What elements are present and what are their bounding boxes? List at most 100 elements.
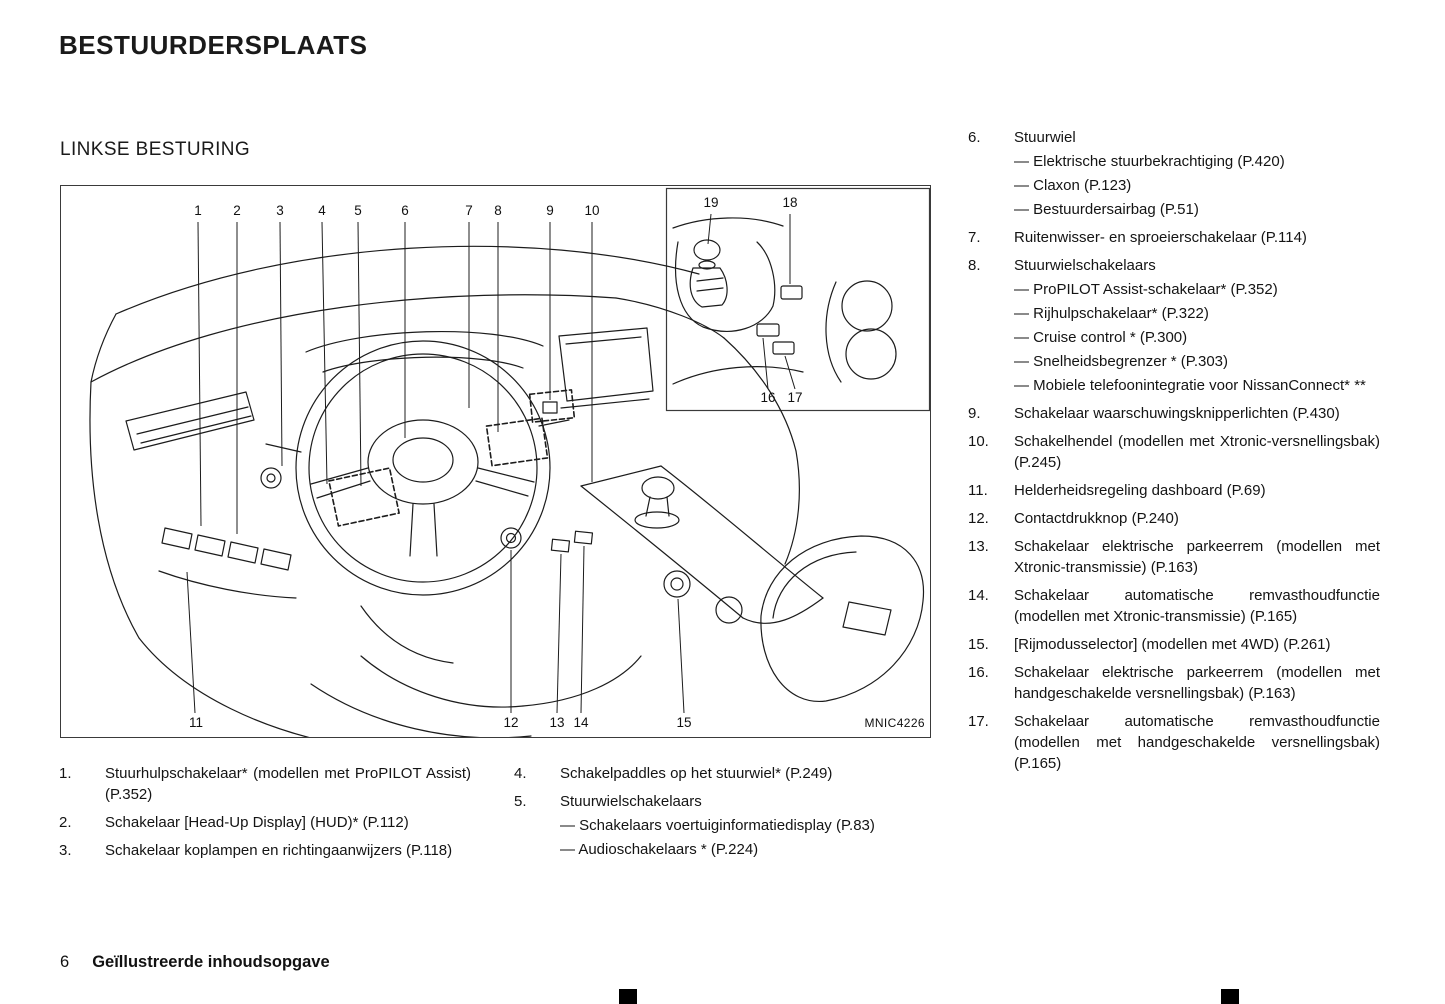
legend-item-text: Helderheidsregeling dashboard (P.69)	[1014, 482, 1266, 499]
legend-subitem: — Claxon (P.123)	[1014, 177, 1132, 194]
footer-label: Geïllustreerde inhoudsopgave	[92, 953, 330, 971]
legend-item-body: Stuurhulpschakelaar* (modellen met ProPI…	[105, 763, 471, 805]
legend-item: 16. Schakelaar elektrische parkeerrem (m…	[968, 662, 1380, 704]
legend-item-number: 5.	[514, 793, 527, 810]
legend-item: 9. Schakelaar waarschuwingsknipperlichte…	[968, 403, 1380, 424]
legend-item-text: Schakelaar elektrische parkeerrem (model…	[1014, 664, 1380, 702]
callout-4: 4	[318, 203, 326, 218]
legend-item: 5. Stuurwielschakelaars — Schakelaars vo…	[514, 791, 926, 860]
legend-item-number: 10.	[968, 433, 989, 450]
callout-6: 6	[401, 203, 409, 218]
legend-item-body: Schakelaar koplampen en richtingaanwijze…	[105, 840, 471, 861]
legend-item-text: Schakelaar elektrische parkeerrem (model…	[1014, 538, 1380, 576]
legend-item-body: Helderheidsregeling dashboard (P.69)	[1014, 480, 1380, 501]
legend-item-body: Schakelpaddles op het stuurwiel* (P.249)	[560, 763, 926, 784]
legend-item-text: Schakelaar automatische remvasthoudfunct…	[1014, 587, 1380, 625]
legend-item-body: Schakelaar waarschuwingsknipperlichten (…	[1014, 403, 1380, 424]
callout-18: 18	[782, 195, 797, 210]
callout-leader-lines	[186, 213, 796, 714]
legend-item-number: 2.	[59, 814, 72, 831]
legend-item-text: Schakelaar waarschuwingsknipperlichten (…	[1014, 405, 1340, 422]
legend-item-text: Schakelhendel (modellen met Xtronic-vers…	[1014, 433, 1380, 471]
legend-item: 12. Contactdrukknop (P.240)	[968, 508, 1380, 529]
legend-item: 15. [Rijmodusselector] (modellen met 4WD…	[968, 634, 1380, 655]
callout-16: 16	[760, 390, 775, 405]
legend-item-number: 3.	[59, 842, 72, 859]
legend-column-right: 6. Stuurwiel — Elektrische stuurbekracht…	[968, 127, 1380, 781]
page-footer: 6 Geïllustreerde inhoudsopgave	[60, 953, 330, 972]
legend-item-number: 17.	[968, 713, 989, 730]
legend-item-text: Stuurwiel	[1014, 129, 1076, 146]
callout-11: 11	[189, 715, 203, 730]
legend-item-text: Stuurwielschakelaars	[1014, 257, 1156, 274]
callout-1: 1	[194, 203, 202, 218]
legend-item-number: 16.	[968, 664, 989, 681]
legend-item-body: Schakelaar [Head-Up Display] (HUD)* (P.1…	[105, 812, 471, 833]
legend-item-body: Schakelaar elektrische parkeerrem (model…	[1014, 662, 1380, 704]
legend-item-body: Stuurwiel — Elektrische stuurbekrachtigi…	[1014, 127, 1380, 220]
callout-9: 9	[546, 203, 554, 218]
legend-item: 7. Ruitenwisser- en sproeierschakelaar (…	[968, 227, 1380, 248]
legend-item: 6. Stuurwiel — Elektrische stuurbekracht…	[968, 127, 1380, 220]
callout-19: 19	[703, 195, 718, 210]
legend-item-subs: — ProPILOT Assist-schakelaar* (P.352)— R…	[1014, 279, 1380, 396]
callout-15: 15	[676, 715, 691, 730]
legend-subitem: — Elektrische stuurbekrachtiging (P.420)	[1014, 153, 1285, 170]
legend-item-text: Ruitenwisser- en sproeierschakelaar (P.1…	[1014, 229, 1307, 246]
legend-item: 11. Helderheidsregeling dashboard (P.69)	[968, 480, 1380, 501]
legend-item: 4. Schakelpaddles op het stuurwiel* (P.2…	[514, 763, 926, 784]
legend-item-number: 11.	[968, 482, 988, 499]
callout-10: 10	[584, 203, 599, 218]
page-title: BESTUURDERSPLAATS	[59, 30, 368, 60]
legend-item: 1. Stuurhulpschakelaar* (modellen met Pr…	[59, 763, 471, 805]
legend-item-body: [Rijmodusselector] (modellen met 4WD) (P…	[1014, 634, 1380, 655]
callout-8: 8	[494, 203, 502, 218]
dashboard-line-art	[89, 245, 925, 737]
callout-3: 3	[276, 203, 284, 218]
legend-subitem: — Schakelaars voertuiginformatiedisplay …	[560, 817, 875, 834]
legend-item-text: Contactdrukknop (P.240)	[1014, 510, 1179, 527]
legend-subitem: — Cruise control * (P.300)	[1014, 329, 1188, 346]
legend-item-text: Stuurhulpschakelaar* (modellen met ProPI…	[105, 765, 471, 803]
legend-item-number: 14.	[968, 587, 989, 604]
legend-item-number: 8.	[968, 257, 981, 274]
print-registration-mark	[619, 989, 637, 1004]
legend-item-body: Ruitenwisser- en sproeierschakelaar (P.1…	[1014, 227, 1380, 248]
legend-subitem: — Bestuurdersairbag (P.51)	[1014, 201, 1199, 218]
dashboard-figure: 1 2 3 4 5 6 7 8 9 10 11 12 13 14 15 19 1…	[60, 185, 931, 738]
callout-12: 12	[503, 715, 518, 730]
legend-item: 3. Schakelaar koplampen en richtingaanwi…	[59, 840, 471, 861]
dashboard-diagram-svg: 1 2 3 4 5 6 7 8 9 10 11 12 13 14 15 19 1…	[89, 187, 930, 737]
legend-item-subs: — Schakelaars voertuiginformatiedisplay …	[560, 815, 926, 860]
legend-item-number: 7.	[968, 229, 981, 246]
legend-item-number: 12.	[968, 510, 989, 527]
legend-item: 2. Schakelaar [Head-Up Display] (HUD)* (…	[59, 812, 471, 833]
callout-2: 2	[233, 203, 241, 218]
legend-item: 10. Schakelhendel (modellen met Xtronic-…	[968, 431, 1380, 473]
legend-item-number: 15.	[968, 636, 989, 653]
legend-item-body: Schakelaar elektrische parkeerrem (model…	[1014, 536, 1380, 578]
callout-7: 7	[465, 203, 473, 218]
legend-item-number: 6.	[968, 129, 981, 146]
legend-item-number: 4.	[514, 765, 527, 782]
legend-item: 13. Schakelaar elektrische parkeerrem (m…	[968, 536, 1380, 578]
legend-item-body: Stuurwielschakelaars — Schakelaars voert…	[560, 791, 926, 860]
legend-item-body: Schakelhendel (modellen met Xtronic-vers…	[1014, 431, 1380, 473]
legend-item-body: Stuurwielschakelaars — ProPILOT Assist-s…	[1014, 255, 1380, 396]
page-number: 6	[60, 953, 70, 971]
callout-5: 5	[354, 203, 362, 218]
legend-item-text: Schakelaar [Head-Up Display] (HUD)* (P.1…	[105, 814, 409, 831]
legend-item-text: Stuurwielschakelaars	[560, 793, 702, 810]
legend-subitem: — ProPILOT Assist-schakelaar* (P.352)	[1014, 281, 1278, 298]
legend-subitem: — Mobiele telefoonintegratie voor Nissan…	[1014, 377, 1366, 394]
callout-13: 13	[549, 715, 564, 730]
legend-item-text: Schakelaar koplampen en richtingaanwijze…	[105, 842, 453, 859]
legend-item-text: Schakelpaddles op het stuurwiel* (P.249)	[560, 765, 833, 782]
inset-line-art	[672, 217, 897, 385]
legend-item-number: 1.	[59, 765, 72, 782]
inset-box	[665, 187, 930, 412]
legend-subitem: — Audioschakelaars * (P.224)	[560, 841, 759, 858]
legend-item: 8. Stuurwielschakelaars — ProPILOT Assis…	[968, 255, 1380, 396]
legend-item-number: 13.	[968, 538, 989, 555]
